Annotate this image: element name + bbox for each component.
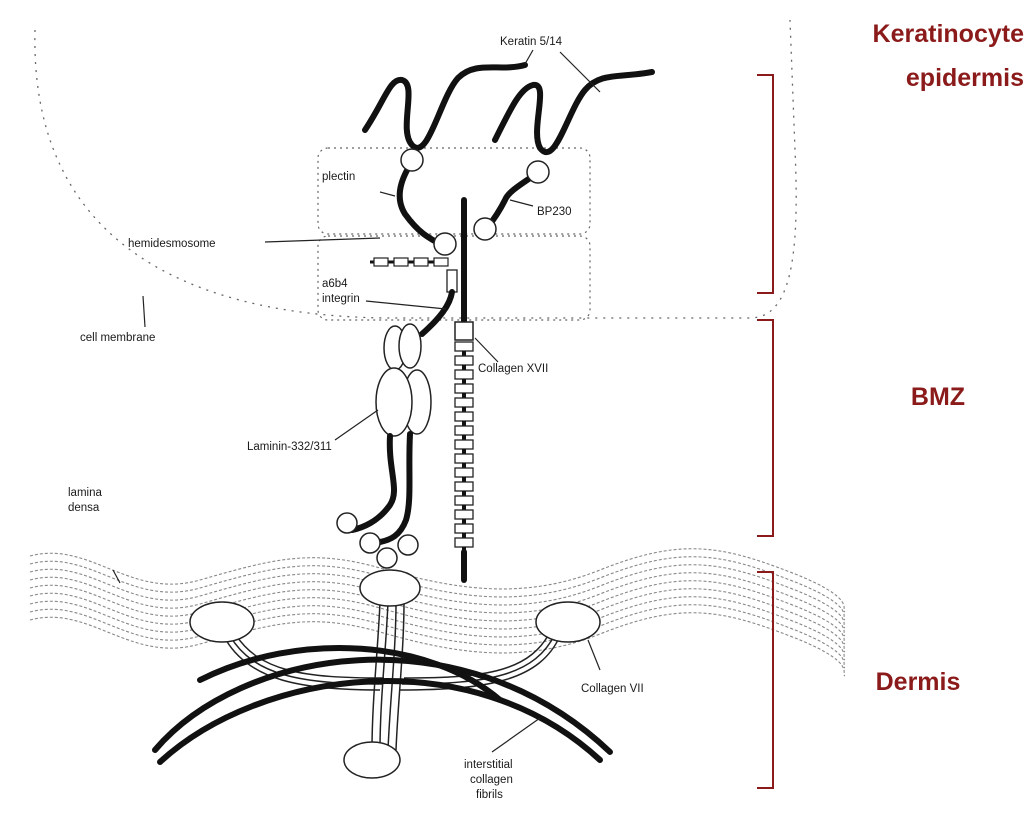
collagen-xvii-segment	[455, 496, 473, 505]
label-laminin: Laminin-332/311	[247, 441, 332, 453]
collagen-xvii-segment	[455, 468, 473, 477]
label-integrin-1: a6b4	[322, 278, 348, 290]
collagen-xvii-segments	[455, 342, 473, 552]
collagen-xvii-segment	[455, 342, 473, 351]
zone-bmz: BMZ	[911, 383, 965, 411]
collagen-xvii-segment	[455, 412, 473, 421]
label-collagen-xvii: Collagen XVII	[478, 363, 548, 375]
lamina-densa-waves	[30, 549, 845, 676]
collagen-vii-node-left	[190, 602, 254, 642]
label-collagen-vii: Collagen VII	[581, 683, 644, 695]
label-fibrils-2: collagen	[470, 774, 513, 786]
collagen-xvii-segment	[455, 426, 473, 435]
laminin-arm-left	[352, 436, 394, 530]
collagen-vii-node-center	[360, 570, 420, 606]
plectin-node-bottom	[434, 233, 456, 255]
collagen-vii-node-right	[536, 602, 600, 642]
collagen-xvii-segment	[455, 510, 473, 519]
zone-epidermis-line2: epidermis	[906, 64, 1024, 92]
zone-dermis: Dermis	[876, 668, 961, 696]
zone-epidermis-line1: Keratinocyte	[873, 20, 1025, 48]
collagen-xvii-segment	[455, 398, 473, 407]
collagen-xvii-segment	[455, 482, 473, 491]
label-keratin: Keratin 5/14	[500, 36, 563, 48]
bracket-dermis	[757, 572, 773, 788]
collagen-xvii-segment	[455, 384, 473, 393]
integrin-box	[447, 270, 457, 292]
bp230-node-bottom	[474, 218, 496, 240]
interstitial-fibril-3	[200, 648, 500, 700]
bracket-epidermis	[757, 75, 773, 293]
integrin-horizontal	[370, 258, 448, 266]
label-cell-membrane: cell membrane	[80, 332, 155, 344]
keratin-filament-left	[365, 65, 525, 148]
lamina-densa-wave	[30, 549, 845, 612]
label-plectin: plectin	[322, 171, 355, 183]
label-fibrils-3: fibrils	[476, 789, 503, 801]
integrin-chain	[422, 292, 452, 334]
lamina-densa-wave	[30, 565, 845, 628]
collagen-xvii-segment	[455, 538, 473, 547]
label-lamina-1: lamina	[68, 487, 102, 499]
collagen-xvii-segment	[455, 370, 473, 379]
label-lamina-2: densa	[68, 502, 100, 514]
collagen-vii-node-bottom	[344, 742, 400, 778]
lamina-densa-wave	[30, 557, 845, 620]
collagen-xvii-segment	[455, 356, 473, 365]
label-hemidesmosome: hemidesmosome	[128, 238, 216, 250]
collagen-xvii-membrane-box	[455, 322, 473, 340]
bp230-node-top	[527, 161, 549, 183]
collagen-xvii-segment	[455, 454, 473, 463]
plectin-node-top	[401, 149, 423, 171]
label-integrin-2: integrin	[322, 293, 360, 305]
interstitial-fibril-1	[155, 660, 610, 752]
collagen-xvii-segment	[455, 524, 473, 533]
keratin-filament-right	[495, 72, 652, 152]
laminin-heads	[376, 324, 431, 436]
hemidesmosome-box-upper	[318, 148, 590, 234]
label-fibrils-1: interstitial	[464, 759, 513, 771]
label-bp230: BP230	[537, 206, 572, 218]
collagen-xvii-segment	[455, 440, 473, 449]
bracket-bmz	[757, 320, 773, 536]
